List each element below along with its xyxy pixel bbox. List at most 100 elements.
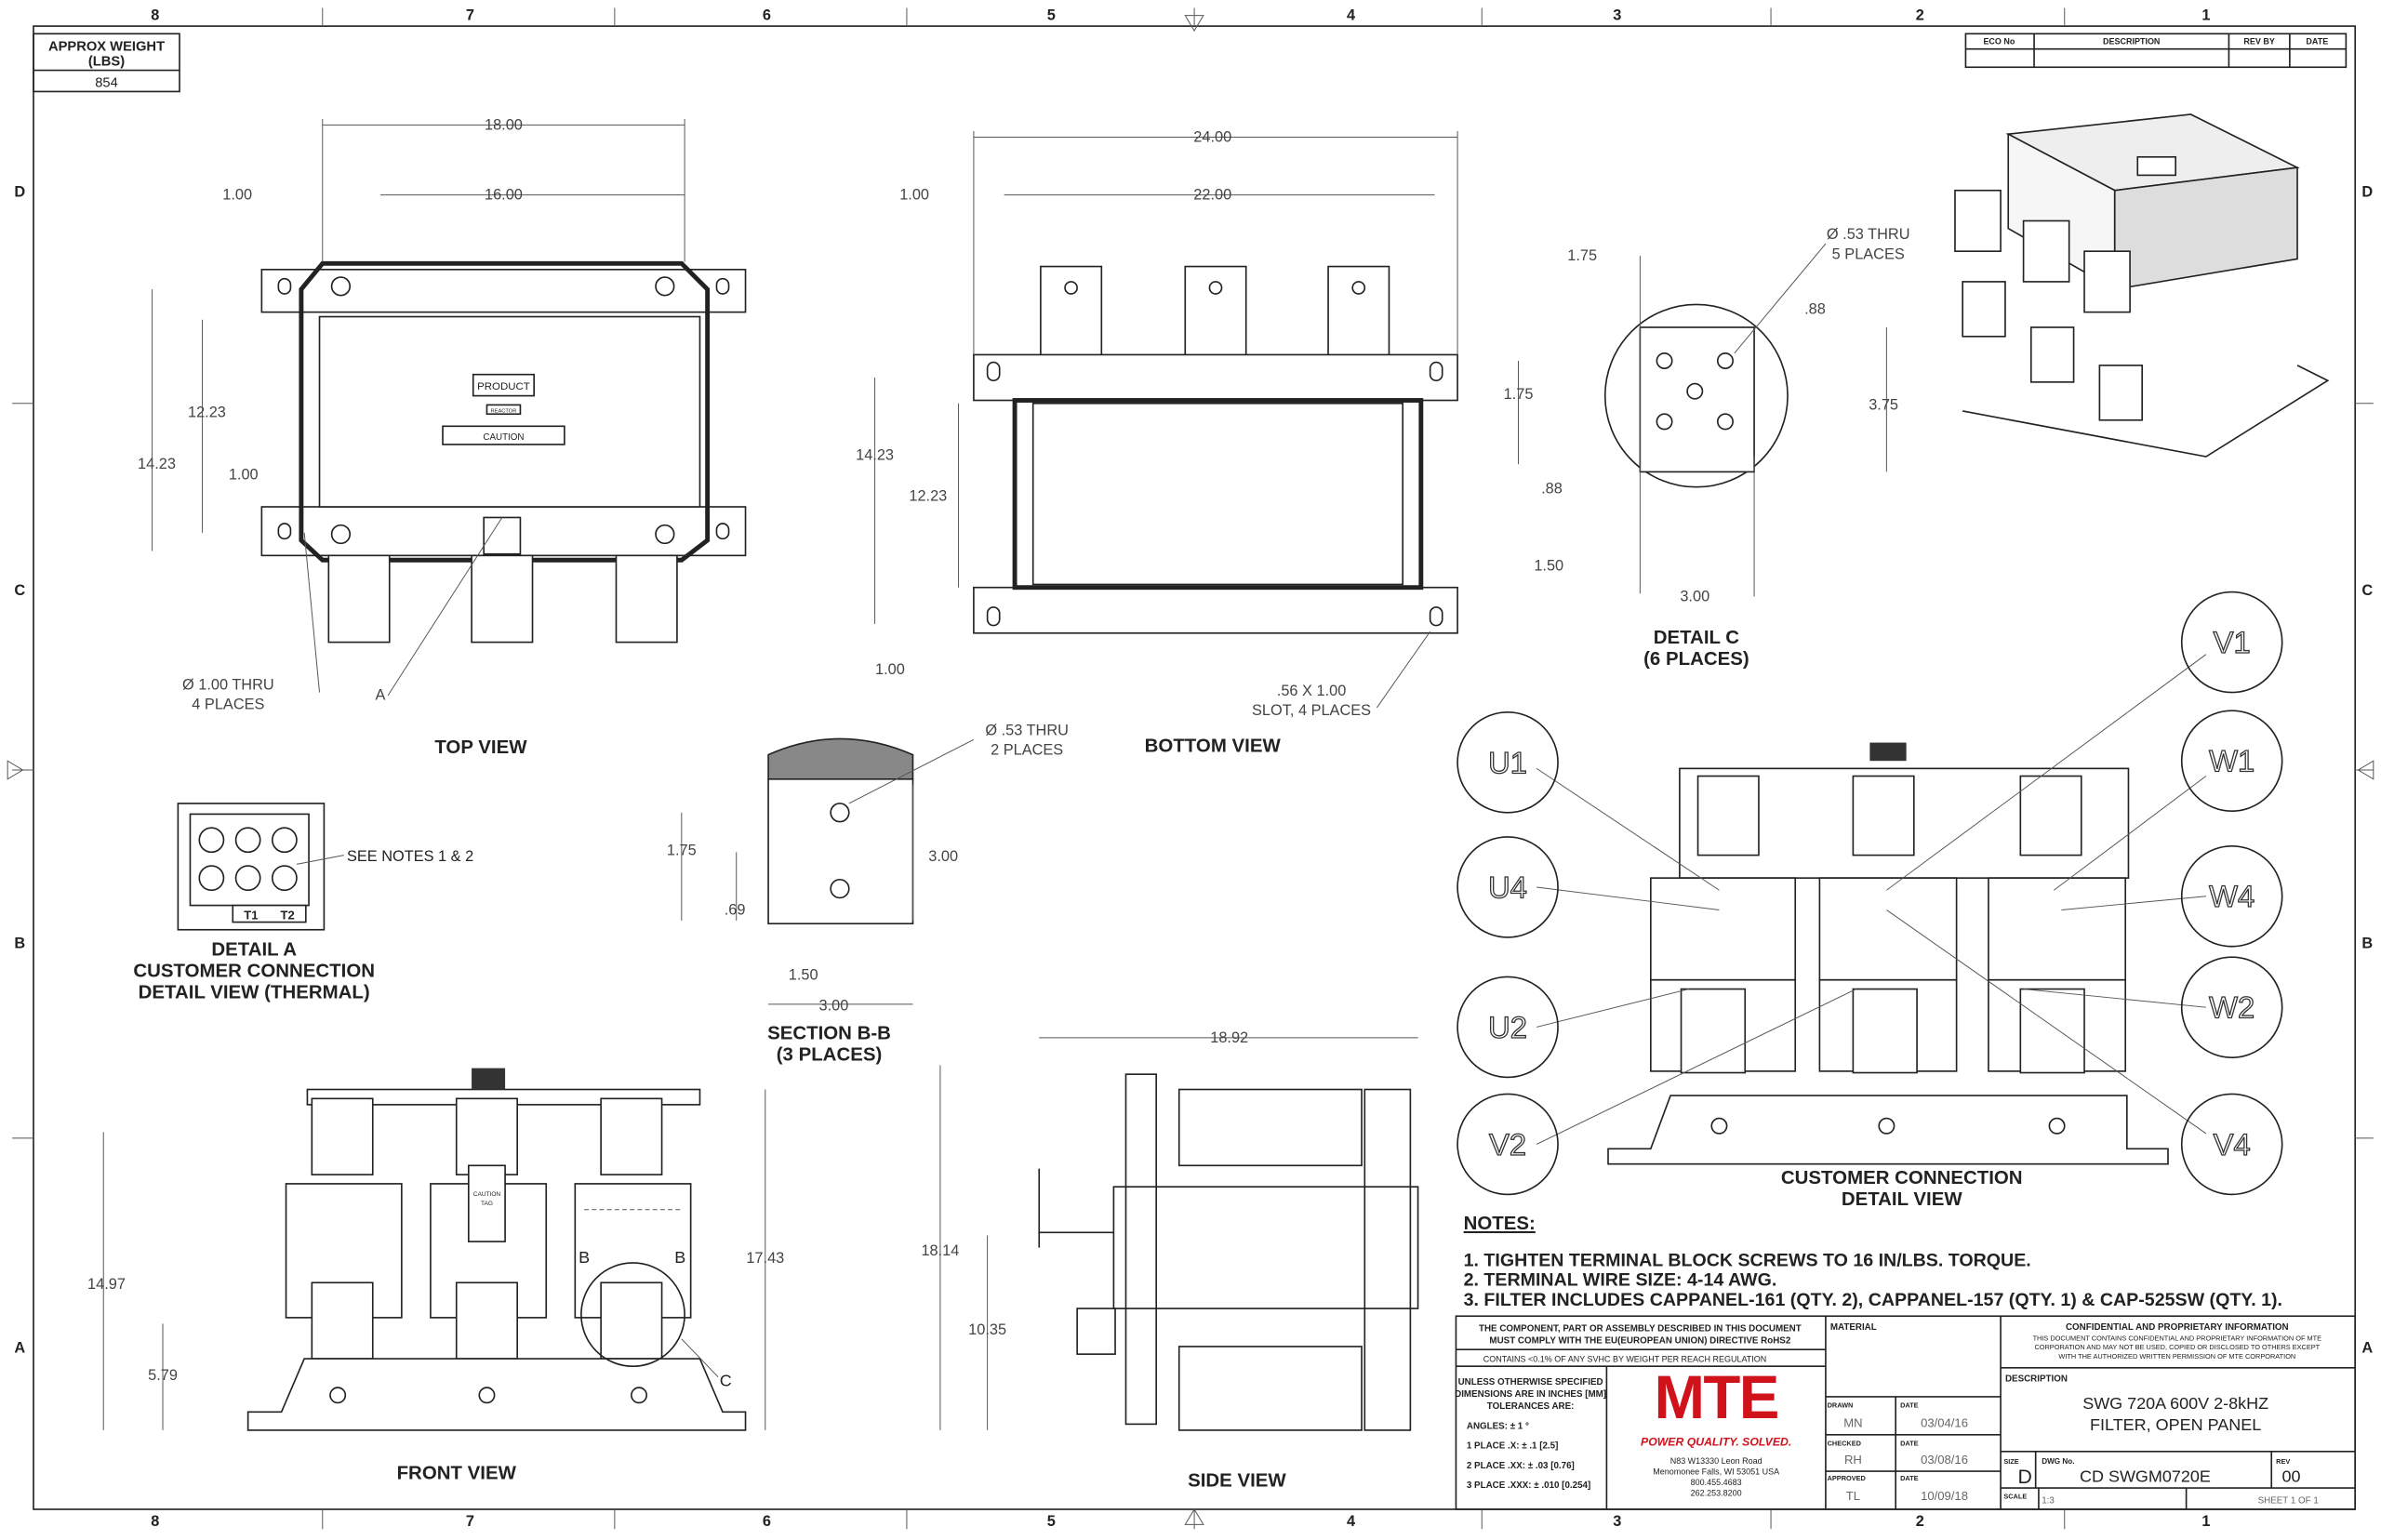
bottom-dims-2-text: 1.00 [899,187,929,204]
zones-cols-5-text: 3 [1613,7,1621,24]
bottom-view: 24.00 22.00 1.00 14.23 12.23 1.00 .56 X … [856,128,1458,756]
title-block-rohs-0-text: THE COMPONENT, PART OR ASSEMBLY DESCRIBE… [1479,1324,1802,1334]
title-block-rohs-1-text: MUST COMPLY WITH THE EU(EUROPEAN UNION) … [1489,1336,1790,1347]
weight-label-text: APPROX WEIGHT [48,39,165,54]
detail-c-dims-8-text: 3.00 [1680,588,1709,604]
section-b-b: Ø .53 THRU 2 PLACES 1.75 3.00 .69 1.50 3… [667,722,1069,1065]
title-block-date-label-text: DATE [1900,1474,1919,1482]
terminal-v1: V1 [2180,591,2283,694]
description-line-2: FILTER, OPEN PANEL [2090,1415,2261,1434]
detail-c-dims-4-text: 1.75 [1504,386,1534,403]
detail-a-note-text: SEE NOTES 1 & 2 [347,848,473,865]
terminal-w4: W4 [2180,844,2283,948]
title-block-tolerances-2-text: TOLERANCES ARE: [1487,1401,1575,1412]
title-block-logo-text: MTE [1655,1363,1778,1431]
zones-cols-0-text: 8 [151,7,159,24]
zone-ticks [12,7,2374,1530]
zones-rows-3-text: A [14,1340,25,1357]
terminals-7-text: W2 [2209,990,2255,1025]
title-block-size-text: D [2018,1466,2032,1488]
revision-table-headers-2-text: REV BY [2243,37,2274,46]
terminal-u2: U2 [1457,976,1559,1079]
bottom-dims-1-text: 22.00 [1193,187,1231,204]
title-block-confidential-1-text: CORPORATION AND MAY NOT BE USED, COPIED … [2034,1343,2320,1351]
title-block-address-1-text: Menomonee Falls, WI 53051 USA [1653,1467,1779,1476]
revision-table-headers-1-text: DESCRIPTION [2103,37,2160,46]
zones-rows-0-text: D [14,183,25,200]
title-block-scale-text: 1:3 [2042,1495,2055,1506]
revision-table: ECO No DESCRIPTION REV BY DATE [1964,33,2348,69]
top-dims-4-text: 14.23 [138,456,176,472]
section-dims-0-text: Ø .53 THRU [985,722,1069,738]
bottom-dims-5-text: 1.00 [875,661,905,678]
front-dims-4-text: B [674,1248,685,1267]
zones-cols-2-text: 6 [763,1513,771,1530]
views-section-bb-1-text: (3 PLACES) [777,1043,883,1065]
detail-c-dims-5-text: 3.75 [1869,396,1898,413]
top-dims-3-text: 12.23 [188,404,226,420]
center-marks [7,15,2374,1525]
zones-cols-6-text: 2 [1916,1513,1924,1530]
bottom-view-title: BOTTOM VIEW [1145,735,1282,756]
views-detail-a-2-text: DETAIL VIEW (THERMAL) [139,981,370,1002]
detail-c-dims-6-text: .88 [1541,480,1563,497]
detail-a: T1 T2 SEE NOTES 1 & 2 DETAIL A CUSTOMER … [133,803,473,1002]
section-dims-2-text: 1.75 [667,843,697,859]
title-block-scale-label-text: SCALE [2003,1493,2027,1501]
notes-items-2-text: 3. FILTER INCLUDES CAPPANEL-161 (QTY. 2)… [1464,1290,2282,1310]
top-view: PRODUCT REACTOR CAUTION 18.00 16.00 1.00… [138,116,747,758]
weight-unit-text: (LBS) [88,55,125,70]
views-section-bb-0-text: SECTION B-B [767,1023,891,1044]
front-dims-1-text: 5.79 [148,1367,178,1384]
zones-cols-3-text: 5 [1047,7,1056,24]
top-dims-5-text: 1.00 [229,467,259,484]
side-dims-1-text: 18.14 [921,1242,959,1259]
top-dims-1-text: 16.00 [485,187,523,204]
terminal-w1: W1 [2180,710,2283,812]
zones-rows-1-text: C [14,582,25,599]
approx-weight-box: APPROX WEIGHT (LBS) 854 [33,33,180,93]
terminal-v2: V2 [1457,1093,1559,1196]
product-label: PRODUCT [477,381,530,392]
terminals-4-text: V1 [2214,625,2251,659]
top-dims-2-text: 1.00 [222,187,252,204]
zones-cols-1-text: 7 [466,1513,474,1530]
zones-cols-4-text: 4 [1347,7,1355,24]
front-view-title: FRONT VIEW [397,1462,517,1483]
detail-c-dims-7-text: 1.50 [1534,558,1563,575]
title-block-approved-date-text: 10/09/18 [1921,1489,1968,1503]
title-block-material-label-text: MATERIAL [1830,1322,1877,1333]
notes-items-1-text: 2. TERMINAL WIRE SIZE: 4-14 AWG. [1464,1270,1777,1291]
zones-rows-3-text: A [2361,1340,2373,1357]
notes: NOTES: 1. TIGHTEN TERMINAL BLOCK SCREWS … [1464,1213,2282,1310]
zones-cols-1-text: 7 [466,7,474,24]
notes-title-text: NOTES: [1464,1213,1536,1234]
terminals-1-text: U4 [1488,870,1527,904]
top-dims-8-text: A [375,687,385,704]
title-block-size-label-text: SIZE [2003,1457,2018,1466]
title-block-address-3-text: 262.253.8200 [1691,1488,1742,1497]
zones-cols-5-text: 3 [1613,1513,1621,1530]
zones-rows-1-text: C [2361,582,2373,599]
title-block-rev-label-text: REV [2276,1457,2290,1466]
bottom-dims-0-text: 24.00 [1193,128,1231,145]
title-block-drawn-date-text: 03/04/16 [1921,1416,1968,1430]
title-block-dwg-label-text: DWG No. [2042,1457,2074,1466]
terminals-2-text: U2 [1488,1010,1527,1044]
front-dims-3-text: B [579,1248,590,1267]
title-block-sheet-text: SHEET 1 OF 1 [2258,1495,2319,1506]
detail-a-t1-text: T1 [244,908,258,922]
notes-items-0-text: 1. TIGHTEN TERMINAL BLOCK SCREWS TO 16 I… [1464,1250,2031,1270]
front-view: CAUTION TAG 14.97 5.79 17.43 B B C FRONT… [87,1068,784,1483]
top-dims-7-text: 4 PLACES [192,697,264,713]
detail-c-dims-1-text: Ø .53 THRU [1827,226,1910,243]
title-block-tolerances-0-text: UNLESS OTHERWISE SPECIFIED [1458,1377,1603,1387]
title-block-tolerances-4-text: 1 PLACE .X: ± .1 [2.5] [1467,1441,1558,1452]
terminal-w2: W2 [2180,956,2283,1058]
title-block-description-label-text: DESCRIPTION [2005,1374,2068,1385]
title-block: THE COMPONENT, PART OR ASSEMBLY DESCRIBE… [1455,1315,2357,1510]
zones-cols-3-text: 5 [1047,1513,1056,1530]
title-block-confidential-title-text: CONFIDENTIAL AND PROPRIETARY INFORMATION [2066,1322,2289,1333]
